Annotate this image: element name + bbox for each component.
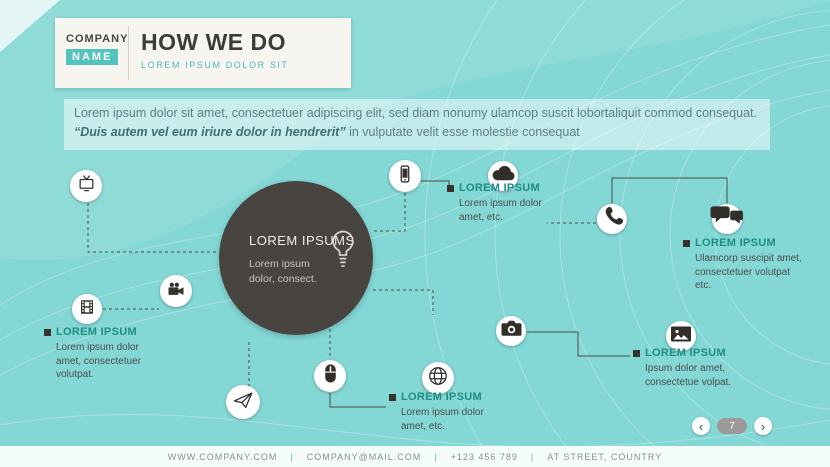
callout-title: LOREM IPSUM	[401, 391, 482, 403]
callout-film: LOREM IPSUM Lorem ipsum dolor amet, cons…	[44, 326, 156, 382]
callout-picture: LOREM IPSUM Ipsum dolor amet, consectetu…	[633, 347, 761, 389]
mouse-node	[314, 360, 346, 392]
center-description: Lorem ipsum dolor, consect.	[249, 258, 317, 285]
callout-cloud: LOREM IPSUM Lorem ipsum dolor amet, etc.	[447, 182, 555, 224]
phone-handset-icon	[601, 205, 624, 233]
callout-description: Lorem ipsum dolor amet, etc.	[459, 198, 542, 223]
callout-bullet	[633, 349, 640, 357]
smartphone-icon	[395, 164, 415, 189]
callout-description: Ipsum dolor amet, consectetue volpat.	[645, 363, 732, 388]
camera-icon	[499, 316, 524, 346]
callout-description: Lorem ipsum dolor amet, etc.	[401, 407, 484, 432]
cloud-icon	[490, 160, 517, 192]
intro-quote: “Duis autem vel eum iriure dolor in hend…	[74, 125, 346, 140]
footer-address: AT STREET, COUNTRY	[547, 451, 663, 462]
picture-node	[666, 321, 696, 351]
callout-title: LOREM IPSUM	[645, 347, 726, 359]
tv-icon	[77, 174, 96, 198]
footer-website: WWW.COMPANY.COM	[167, 451, 278, 462]
film-icon	[78, 298, 96, 321]
intro-line1: Lorem ipsum dolor sit amet, consectetuer…	[74, 106, 757, 120]
slide-footer: WWW.COMPANY.COM | COMPANY@MAIL.COM | +12…	[0, 446, 830, 467]
footer-separator: |	[530, 451, 535, 462]
mouse-icon	[319, 362, 342, 390]
camera-node	[496, 316, 526, 346]
callout-description: Ulamcorp suscipit amet, consectetuer vol…	[695, 253, 802, 291]
callout-globe: LOREM IPSUM Lorem ipsum dolor amet, etc.	[389, 391, 501, 433]
next-page-button[interactable]: ›	[754, 417, 772, 435]
slide-header: COMPANY NAME HOW WE DO LOREM IPSUM DOLOR…	[55, 18, 351, 88]
callout-bullet	[44, 328, 51, 336]
footer-phone: +123 456 789	[450, 451, 518, 462]
intro-paragraph: Lorem ipsum dolor sit amet, consectetuer…	[64, 99, 770, 150]
callout-bullet	[447, 184, 454, 192]
chat-bubbles-node	[710, 204, 744, 234]
picture-icon	[668, 322, 694, 351]
callout-description: Lorem ipsum dolor amet, consectetuer vol…	[56, 342, 142, 380]
paper-plane-node	[226, 385, 260, 419]
page-subtitle: LOREM IPSUM DOLOR SIT	[141, 60, 289, 70]
intro-line2-rest: in vulputate velit esse molestie consequ…	[345, 125, 580, 140]
callout-title: LOREM IPSUM	[695, 237, 776, 249]
phone-handset-node	[597, 204, 627, 234]
page-number-badge: 7	[717, 418, 747, 434]
smartphone-node	[389, 160, 421, 192]
cloud-node	[488, 161, 518, 191]
center-topic-circle: LOREM IPSUMS Lorem ipsum dolor, consect.	[219, 181, 373, 335]
callout-bullet	[389, 393, 396, 401]
video-camera-node	[160, 275, 192, 307]
paper-plane-icon	[232, 389, 254, 416]
corner-decoration	[0, 0, 60, 52]
header-divider	[128, 26, 129, 80]
previous-page-button[interactable]: ‹	[692, 417, 710, 435]
company-logo: COMPANY NAME	[55, 18, 128, 88]
company-name-line1: COMPANY	[66, 33, 129, 45]
video-camera-icon	[166, 279, 186, 304]
globe-node	[422, 362, 454, 394]
footer-separator: |	[434, 451, 438, 462]
tv-node	[70, 170, 102, 202]
callout-title: LOREM IPSUM	[459, 182, 540, 194]
callout-bullet	[683, 239, 690, 247]
company-name-line2: NAME	[66, 49, 119, 65]
globe-icon	[427, 365, 449, 392]
lightbulb-icon	[328, 229, 358, 276]
center-title: LOREM IPSUMS	[249, 233, 355, 248]
footer-separator: |	[290, 451, 294, 462]
film-node	[72, 294, 102, 324]
intro-line2: “Duis autem vel eum iriure dolor in hend…	[74, 123, 760, 142]
footer-email: COMPANY@MAIL.COM	[306, 451, 422, 462]
callout-chat: LOREM IPSUM Ulamcorp suscipit amet, cons…	[683, 237, 805, 293]
callout-title: LOREM IPSUM	[56, 326, 137, 338]
page-title: HOW WE DO	[141, 29, 287, 55]
chat-bubbles-icon	[710, 205, 744, 234]
pagination: ‹ 7 ›	[692, 417, 772, 435]
